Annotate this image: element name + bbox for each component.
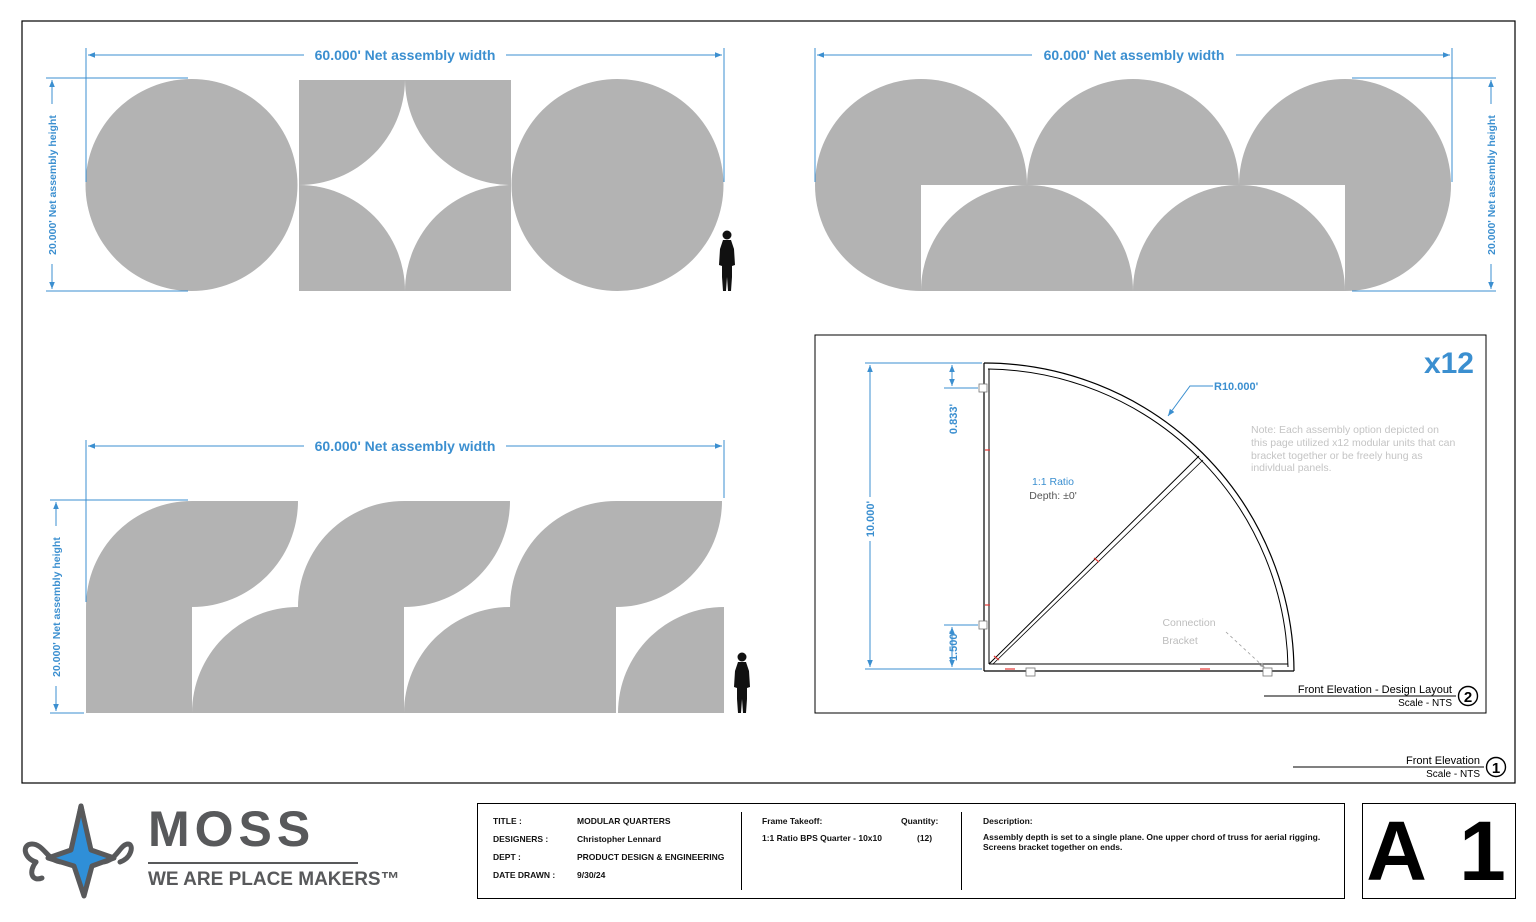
- bracket-leader: [1225, 631, 1266, 669]
- title-value: MODULAR QUARTERS: [577, 816, 671, 826]
- sheet-border: [21, 20, 1516, 784]
- layout-b-dimensions: [814, 48, 1496, 292]
- title-block: TITLE : MODULAR QUARTERS DESIGNERS : Chr…: [477, 803, 1345, 899]
- depth-label: Depth: ±0': [1029, 490, 1076, 502]
- layout-a-width-label: 60.000' Net assembly width: [315, 47, 496, 63]
- sheet-view-scale: Scale - NTS: [1426, 769, 1480, 780]
- layout-c-leaves: [86, 501, 724, 713]
- layout-c-dimensions: [50, 440, 725, 714]
- detail-frame: [814, 334, 1487, 714]
- layout-a-height-label: 20.000' Net assembly height: [47, 115, 59, 255]
- sheet-view-title: Front Elevation: [1406, 755, 1480, 767]
- layout-a-circles: [85, 79, 724, 291]
- frame-takeoff-value: 1:1 Ratio BPS Quarter - 10x10: [762, 833, 882, 843]
- bracket-label-line1: Connection: [1162, 617, 1215, 629]
- multiplier-label: x12: [1424, 347, 1474, 380]
- sheet-number: A 1: [1366, 804, 1512, 898]
- frame-takeoff-label: Frame Takeoff:: [762, 816, 823, 826]
- connection-brackets: [978, 383, 1273, 677]
- note-text: Note: Each assembly option depicted on t…: [1251, 424, 1455, 474]
- layout-b-width-label: 60.000' Net assembly width: [1044, 47, 1225, 63]
- note-line: bracket together or be freely hung as: [1251, 450, 1423, 462]
- brand-divider: [148, 862, 358, 864]
- quantity-value: (12): [917, 833, 933, 843]
- detail-view-title: Front Elevation - Design Layout: [1298, 684, 1452, 696]
- detail-view-number: 2: [1464, 689, 1472, 706]
- layout-a-left-circle: [85, 79, 298, 291]
- dim-total-label: 10.000': [865, 500, 877, 537]
- brand-name: MOSS: [148, 801, 316, 857]
- layout-b-height-label: 20.000' Net assembly height: [1486, 115, 1498, 255]
- person-silhouette-icon: [734, 652, 750, 713]
- sheet-number-box: A 1: [1362, 803, 1516, 899]
- note-line: indivldual panels.: [1251, 462, 1332, 474]
- description-line: Assembly depth is set to a single plane.…: [983, 832, 1321, 842]
- title-block-divider: [741, 812, 742, 890]
- title-block-divider: [961, 812, 962, 890]
- note-line: this page utilized x12 modular units tha…: [1251, 437, 1455, 449]
- dept-value: PRODUCT DESIGN & ENGINEERING: [577, 852, 725, 862]
- detail-dimensions: [865, 362, 1213, 670]
- layout-c-height-label: 20.000' Net assembly height: [51, 537, 63, 677]
- moss-logo: MOSS WE ARE PLACE MAKERS™: [18, 800, 400, 902]
- detail-view-number-badge: [1457, 685, 1479, 707]
- note-line: Note: Each assembly option depicted on: [1251, 424, 1439, 436]
- bracket-marks: [985, 449, 1210, 670]
- quarter-unit-frame: [983, 362, 1295, 672]
- dept-label: DEPT :: [493, 852, 521, 862]
- designers-label: DESIGNERS :: [493, 834, 549, 844]
- date-value: 9/30/24: [577, 870, 606, 880]
- detail-view-scale: Scale - NTS: [1398, 698, 1452, 709]
- title-label: TITLE :: [493, 816, 522, 826]
- date-label: DATE DRAWN :: [493, 870, 556, 880]
- bracket-label-line2: Bracket: [1162, 635, 1198, 647]
- layout-c-width-label: 60.000' Net assembly width: [315, 438, 496, 454]
- ratio-label: 1:1 Ratio: [1032, 476, 1074, 488]
- dim-bottom-label: 1.500': [948, 631, 960, 662]
- designers-value: Christopher Lennard: [577, 834, 662, 844]
- radius-label: R10.000': [1214, 381, 1259, 393]
- sheet-view-number: 1: [1492, 760, 1500, 777]
- description-line: Screens bracket together on ends.: [983, 842, 1123, 852]
- layout-a-dimensions: [46, 48, 725, 292]
- layout-a-right-circle: [511, 79, 724, 291]
- sheet-view-number-badge: [1485, 756, 1507, 778]
- brand-tagline: WE ARE PLACE MAKERS™: [148, 869, 400, 890]
- layout-b-semicircles: [815, 79, 1451, 291]
- moss-logo-mark-icon: [22, 803, 134, 899]
- quantity-label: Quantity:: [901, 816, 939, 826]
- description-label: Description:: [983, 816, 1033, 826]
- dim-top-label: 0.833': [948, 404, 960, 435]
- person-silhouette-icon: [719, 230, 735, 291]
